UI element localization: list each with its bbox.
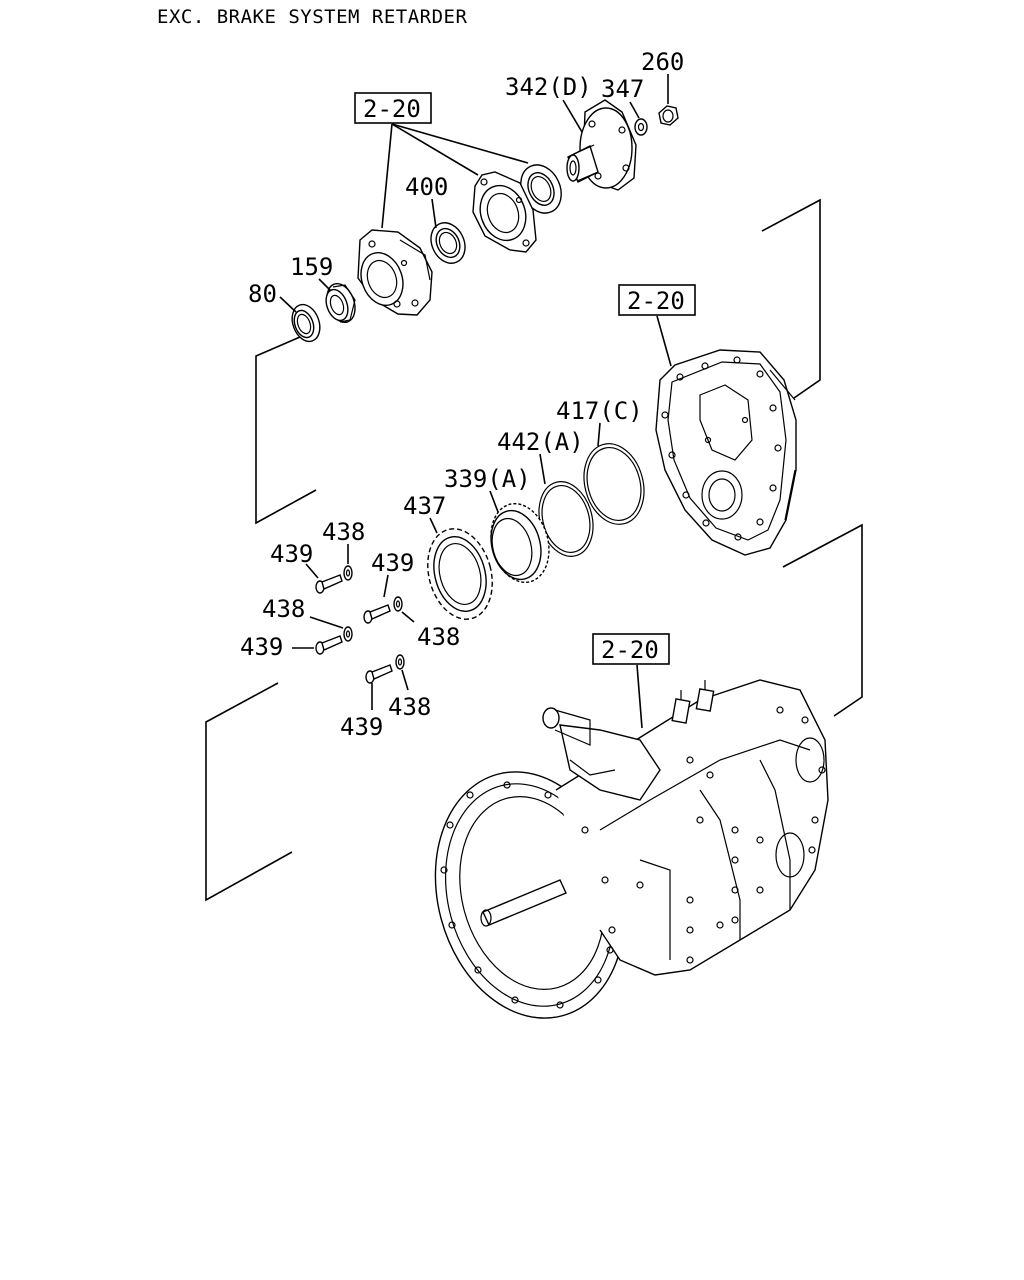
- leader-339: [489, 490, 499, 513]
- ref-box-bottom[interactable]: 2-20: [592, 633, 670, 665]
- washer-347[interactable]: [634, 118, 648, 136]
- label-438-b: 438: [417, 623, 460, 651]
- ref-box-middle[interactable]: 2-20: [618, 284, 696, 316]
- washer-438-b[interactable]: [393, 596, 403, 612]
- leader-439-b: [383, 574, 389, 598]
- label-417c: 417(C): [556, 397, 643, 425]
- ref-box-bottom-label: 2-20: [601, 636, 659, 664]
- transmission-assembly[interactable]: [409, 679, 829, 1040]
- ref-box-top-label: 2-20: [363, 95, 421, 123]
- label-438-a: 438: [322, 518, 365, 546]
- ref-box-top-leaders: [381, 123, 529, 229]
- label-438-c: 438: [262, 595, 305, 623]
- label-400: 400: [405, 173, 448, 201]
- bolt-439-b[interactable]: [363, 604, 391, 624]
- guide-bracket-lower-right: [782, 523, 863, 717]
- leader-80: [279, 296, 297, 313]
- bearing-housing[interactable]: [354, 229, 433, 316]
- label-437: 437: [403, 492, 446, 520]
- ref-box-middle-label: 2-20: [627, 287, 685, 315]
- leader-438-b: [401, 611, 415, 623]
- nut-260[interactable]: [658, 105, 679, 126]
- guide-bracket-upper-right: [761, 198, 821, 399]
- leader-437: [429, 517, 438, 534]
- label-80: 80: [248, 280, 277, 308]
- washer-438-c[interactable]: [343, 626, 353, 642]
- bolt-439-a[interactable]: [315, 574, 343, 594]
- ref-box-top[interactable]: 2-20: [354, 92, 432, 124]
- snap-ring-417[interactable]: [575, 437, 652, 531]
- label-260: 260: [641, 48, 684, 76]
- label-442a: 442(A): [497, 428, 584, 456]
- diagram-title: EXC. BRAKE SYSTEM RETARDER: [157, 6, 467, 28]
- gear-339[interactable]: [483, 497, 558, 589]
- label-159: 159: [290, 253, 333, 281]
- washer-438-d[interactable]: [395, 654, 405, 670]
- bolt-439-d[interactable]: [365, 664, 393, 684]
- leader-400: [431, 198, 437, 229]
- guide-bracket-lower-left: [205, 682, 293, 902]
- leader-438-d: [401, 669, 409, 691]
- label-439-c: 439: [240, 633, 283, 661]
- ref-box-middle-leader: [656, 315, 672, 367]
- bolt-439-c[interactable]: [315, 635, 343, 655]
- retainer-housing[interactable]: [472, 171, 537, 253]
- label-342d: 342(D): [505, 73, 592, 101]
- ref-box-bottom-leader: [636, 664, 643, 729]
- leader-342: [562, 99, 583, 133]
- bearing-159[interactable]: [322, 280, 360, 326]
- leader-439-a: [305, 563, 319, 579]
- label-347: 347: [601, 75, 644, 103]
- case-cover[interactable]: [655, 349, 797, 556]
- rotor-437[interactable]: [418, 522, 502, 627]
- leader-438-c: [309, 616, 344, 629]
- oil-seal-upper[interactable]: [513, 158, 569, 219]
- label-339a: 339(A): [444, 465, 531, 493]
- label-439-a: 439: [270, 540, 313, 568]
- leader-442: [539, 453, 546, 485]
- label-439-b: 439: [371, 549, 414, 577]
- leader-159: [318, 278, 332, 292]
- flange-342[interactable]: [566, 99, 637, 191]
- leader-347: [629, 101, 640, 119]
- leader-417: [597, 422, 601, 447]
- oil-seal-80[interactable]: [287, 301, 324, 346]
- washer-438-a[interactable]: [343, 565, 353, 581]
- guide-bracket-upper-left: [255, 336, 317, 525]
- label-439-d: 439: [340, 713, 383, 741]
- seal-400[interactable]: [425, 217, 472, 269]
- label-438-d: 438: [388, 693, 431, 721]
